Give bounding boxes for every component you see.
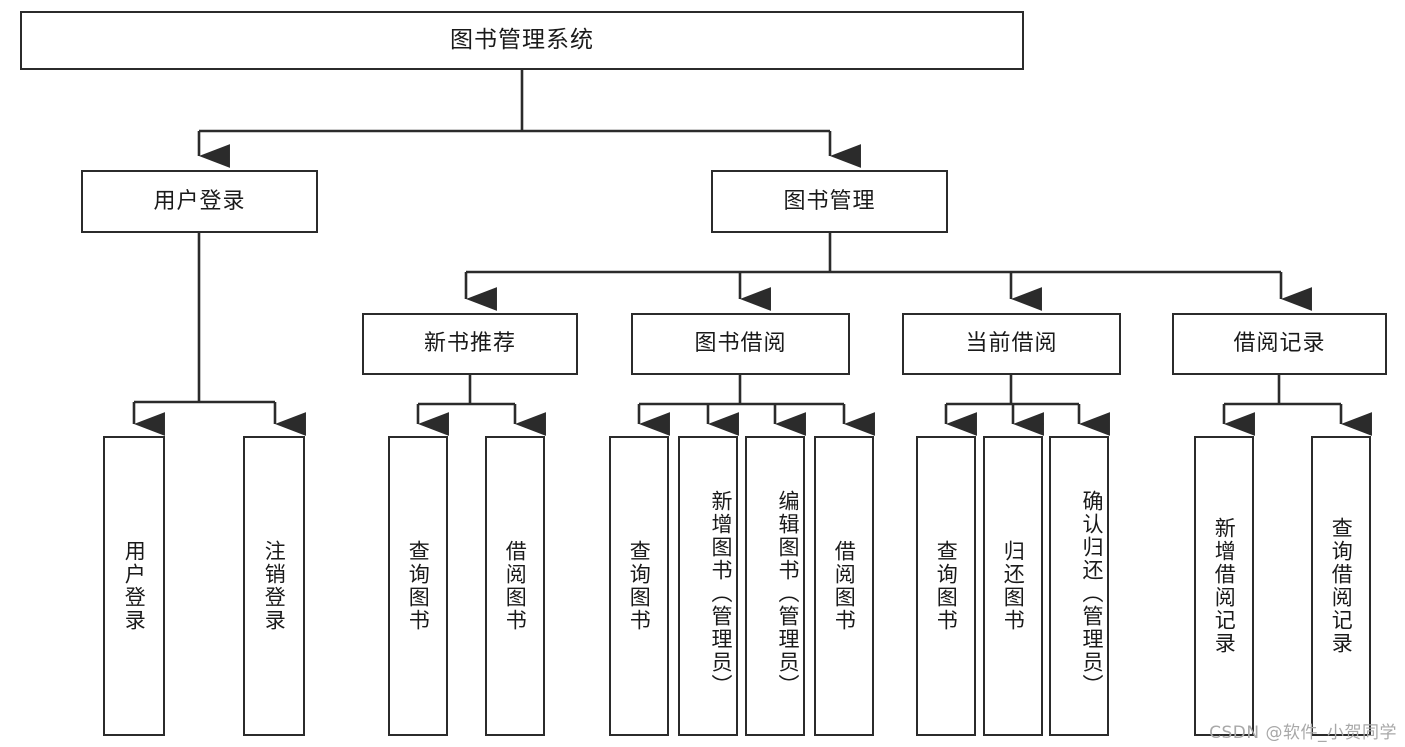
node-label: 图书管理 <box>783 188 876 214</box>
leaf-user-login[interactable]: 用户登录 <box>103 436 165 736</box>
node-label: 新增图书（管理员） <box>709 489 733 697</box>
leaf-return-book[interactable]: 归还图书 <box>983 436 1043 736</box>
leaf-query-borrow-record[interactable]: 查询借阅记录 <box>1311 436 1371 736</box>
leaf-edit-book-admin[interactable]: 编辑图书（管理员） <box>745 436 805 736</box>
node-label: 查询图书 <box>627 540 652 632</box>
leaf-query-book-recommend[interactable]: 查询图书 <box>388 436 448 736</box>
leaf-confirm-return-admin[interactable]: 确认归还（管理员） <box>1049 436 1109 736</box>
node-label: 编辑图书（管理员） <box>776 489 800 697</box>
node-label: 借阅图书 <box>503 540 528 632</box>
node-label: 借阅记录 <box>1233 331 1326 356</box>
node-book-manage[interactable]: 图书管理 <box>711 170 948 233</box>
leaf-logout[interactable]: 注销登录 <box>243 436 305 736</box>
node-label: 确认归还（管理员） <box>1080 489 1104 697</box>
leaf-add-book-admin[interactable]: 新增图书（管理员） <box>678 436 738 736</box>
node-label: 新增借阅记录 <box>1212 517 1237 655</box>
node-book-borrow[interactable]: 图书借阅 <box>631 313 850 375</box>
node-label: 当前借阅 <box>965 331 1058 356</box>
node-root-system[interactable]: 图书管理系统 <box>20 11 1024 70</box>
node-label: 归还图书 <box>1001 540 1026 632</box>
leaf-query-book-current[interactable]: 查询图书 <box>916 436 976 736</box>
leaf-borrow-book-borrow[interactable]: 借阅图书 <box>814 436 874 736</box>
leaf-query-book-borrow[interactable]: 查询图书 <box>609 436 669 736</box>
node-new-book-recommend[interactable]: 新书推荐 <box>362 313 578 375</box>
node-label: 用户登录 <box>153 188 246 214</box>
node-label: 用户登录 <box>122 540 147 632</box>
node-label: 图书管理系统 <box>450 27 594 53</box>
watermark: CSDN @软件_小贺同学 <box>1209 723 1397 743</box>
node-label: 注销登录 <box>262 540 287 632</box>
node-user-login[interactable]: 用户登录 <box>81 170 318 233</box>
node-borrow-record[interactable]: 借阅记录 <box>1172 313 1387 375</box>
leaf-add-borrow-record[interactable]: 新增借阅记录 <box>1194 436 1254 736</box>
node-label: 借阅图书 <box>832 540 857 632</box>
node-label: 图书借阅 <box>694 331 787 356</box>
node-label: 查询图书 <box>934 540 959 632</box>
node-label: 查询图书 <box>406 540 431 632</box>
node-current-borrow[interactable]: 当前借阅 <box>902 313 1121 375</box>
node-label: 新书推荐 <box>423 331 516 356</box>
leaf-borrow-book-recommend[interactable]: 借阅图书 <box>485 436 545 736</box>
node-label: 查询借阅记录 <box>1329 517 1354 655</box>
